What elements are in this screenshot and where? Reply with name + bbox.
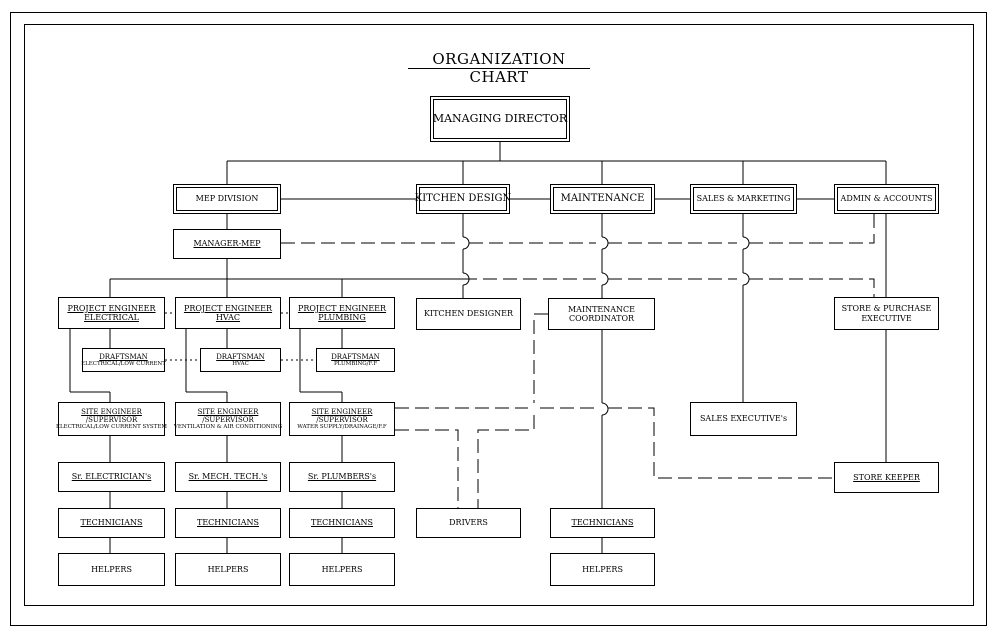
node-kitchen-design: KITCHEN DESIGN — [414, 184, 512, 214]
node-sales-executives: SALES EXECUTIVE's — [690, 402, 797, 436]
node-label: DRAFTSMAN — [216, 352, 265, 361]
node-label: DRAFTSMAN — [99, 352, 148, 361]
node-sublabel: /SUPERVISOR — [202, 415, 254, 424]
node-sublabel: PLUMBING/F.F — [333, 360, 378, 367]
node-mep-division: MEP DIVISION — [173, 184, 281, 214]
node-label: HELPERS — [321, 564, 363, 574]
node-label: TECHNICIANS — [197, 518, 259, 528]
node-label: TECHNICIANS — [80, 518, 143, 528]
node-sublabel: HVAC — [232, 360, 249, 367]
node-sublabel: ELECTRICAL — [84, 313, 139, 322]
node-label: HELPERS — [207, 564, 249, 574]
node-label: SITE ENGINEER — [311, 407, 373, 416]
node-helpers-maintenance: HELPERS — [550, 553, 655, 586]
node-sublabel: /SUPERVISOR — [85, 415, 138, 424]
node-label: SITE ENGINEER — [81, 407, 142, 416]
node-label: HELPERS — [91, 564, 132, 574]
node-sales-marketing: SALES & MARKETING — [690, 184, 797, 214]
node-label: Sr. MECH. TECH.'s — [188, 472, 268, 482]
node-technicians-electrical: TECHNICIANS — [58, 508, 165, 538]
node-label: TECHNICIANS — [311, 518, 373, 528]
node-sublabel: COORDINATOR — [568, 314, 635, 323]
node-sublabel: ELECTRICAL/LOW CURRENT — [81, 360, 166, 367]
inner-border — [24, 24, 974, 606]
node-label: MANAGER-MEP — [193, 239, 261, 249]
node-sr-plumbers: Sr. PLUMBERS's — [289, 462, 395, 492]
node-sr-electricians: Sr. ELECTRICIAN's — [58, 462, 165, 492]
node-label: STORE KEEPER — [853, 472, 920, 482]
node-sr-mech-techs: Sr. MECH. TECH.'s — [175, 462, 281, 492]
node-detail: VENTILATION & AIR CONDITIONING — [173, 423, 283, 430]
node-label: HELPERS — [582, 564, 623, 574]
node-label: MAINTENANCE — [560, 193, 645, 205]
node-sublabel: PLUMBING — [318, 313, 366, 322]
node-label: MANAGING DIRECTOR — [432, 111, 568, 125]
node-maintenance: MAINTENANCE — [550, 184, 655, 214]
node-label: MEP DIVISION — [195, 194, 259, 204]
node-manager-mep: MANAGER-MEP — [173, 229, 281, 259]
node-label: SALES EXECUTIVE's — [699, 414, 788, 424]
node-label: STORE & PURCHASE — [841, 304, 932, 314]
node-label: DRIVERS — [449, 518, 488, 528]
node-helpers-electrical: HELPERS — [58, 553, 165, 586]
node-label: SALES & MARKETING — [696, 194, 791, 204]
node-helpers-plumbing: HELPERS — [289, 553, 395, 586]
node-label: PROJECT ENGINEER — [183, 303, 273, 313]
node-sublabel: /SUPERVISOR — [316, 415, 368, 424]
node-sublabel: HVAC — [215, 313, 241, 322]
node-helpers-hvac: HELPERS — [175, 553, 281, 586]
node-store-keeper: STORE KEEPER — [834, 462, 939, 493]
node-label: KITCHEN DESIGN — [414, 193, 512, 205]
node-technicians-plumbing: TECHNICIANS — [289, 508, 395, 538]
node-label: PROJECT ENGINEER — [67, 303, 156, 313]
chart-title: ORGANIZATION CHART — [408, 50, 590, 86]
node-label: ADMIN & ACCOUNTS — [840, 194, 933, 204]
node-label: DRAFTSMAN — [331, 352, 380, 361]
node-label: PROJECT ENGINEER — [297, 303, 387, 313]
node-detail: WATER SUPPLY/DRAINAGE/F.F — [297, 423, 387, 430]
node-label: TECHNICIANS — [571, 518, 634, 528]
node-label: Sr. PLUMBERS's — [307, 472, 377, 482]
node-admin-accounts: ADMIN & ACCOUNTS — [834, 184, 939, 214]
node-label: MAINTENANCE — [567, 304, 636, 314]
node-kitchen-designer: KITCHEN DESIGNER — [416, 298, 521, 330]
node-label: KITCHEN DESIGNER — [423, 309, 514, 319]
node-detail: ELECTRICAL/LOW CURRENT SYSTEM — [56, 423, 167, 430]
node-technicians-hvac: TECHNICIANS — [175, 508, 281, 538]
node-managing-director: MANAGING DIRECTOR — [430, 96, 570, 142]
node-label: SITE ENGINEER — [197, 407, 259, 416]
node-sublabel: EXECUTIVE — [861, 313, 912, 323]
outer-border — [10, 12, 987, 626]
node-drivers: DRIVERS — [416, 508, 521, 538]
node-label: Sr. ELECTRICIAN's — [71, 472, 152, 482]
node-technicians-maintenance: TECHNICIANS — [550, 508, 655, 538]
